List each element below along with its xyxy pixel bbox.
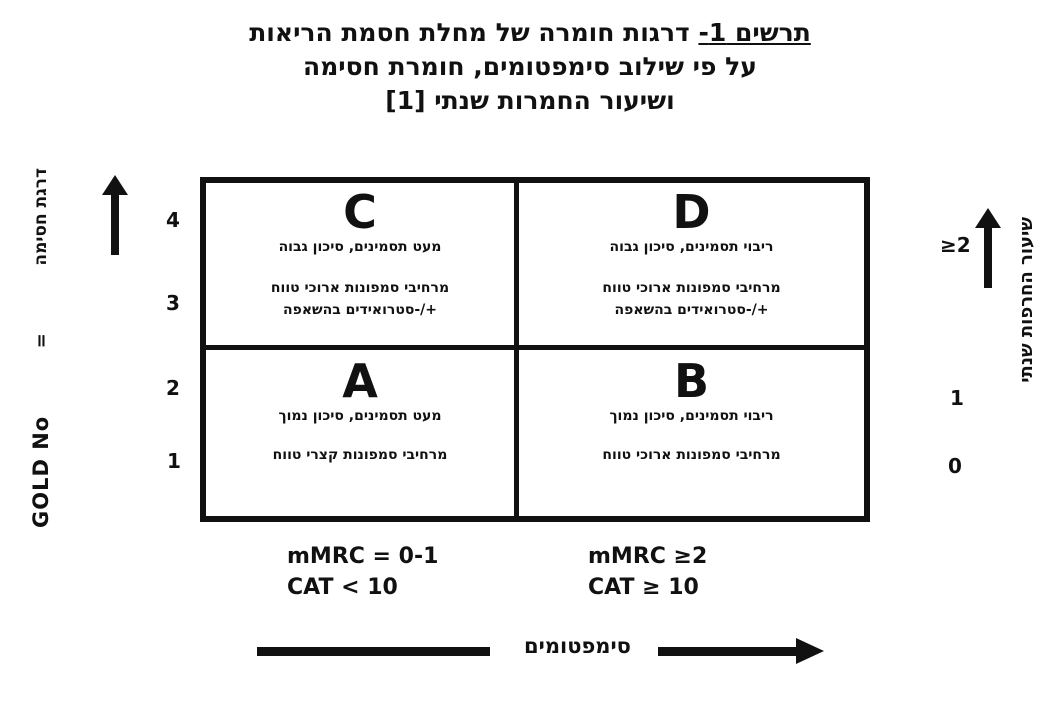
quadrant-c-risk: מעט תסמינים, סיכון גבוה bbox=[278, 239, 442, 255]
arrow-head bbox=[102, 175, 128, 195]
left-axis-label-hebrew: דרגת חסימה bbox=[31, 168, 51, 266]
up-arrow-icon bbox=[102, 175, 128, 255]
up-arrow-icon bbox=[975, 208, 1001, 288]
title-line-1-text: דרגות חומרה של מחלת חסמת הריאות bbox=[249, 18, 690, 47]
quadrant-a-risk: מעט תסמינים, סיכון נמוך bbox=[278, 407, 442, 424]
abcd-quadrant-grid: C מעט תסמינים, סיכון גבוה מרחיבי סמפונות… bbox=[200, 177, 870, 522]
left-axis-value-2: 2 bbox=[166, 376, 180, 400]
symptom-scores-right: mMRC ≥2 CAT ≥ 10 bbox=[588, 541, 707, 603]
left-axis-label-gold: GOLD No bbox=[29, 415, 53, 528]
right-axis-value-1: 1 bbox=[950, 386, 964, 410]
quadrant-a-letter: A bbox=[342, 353, 378, 408]
quadrant-d-letter: D bbox=[672, 185, 711, 239]
arrow-tail bbox=[111, 195, 119, 255]
right-axis-value-ge2: ≥2 bbox=[940, 233, 971, 257]
mmrc-left: mMRC = 0-1 bbox=[287, 544, 439, 569]
quadrant-b-risk: ריבוי תסמינים, סיכון נמוך bbox=[609, 407, 774, 424]
diagram-title: תרשים 1- דרגות חומרה של מחלת חסמת הריאות… bbox=[0, 16, 1060, 118]
quadrant-a-treatment-1: מרחיבי סמפונות קצרי טווח bbox=[272, 446, 448, 463]
quadrant-d-treatment: מרחיבי סמפונות ארוכי טווח +/-סטרואידים ב… bbox=[519, 277, 864, 321]
quadrant-b-treatment: מרחיבי סמפונות ארוכי טווח bbox=[519, 444, 864, 466]
quadrant-d-risk: ריבוי תסמינים, סיכון גבוה bbox=[609, 239, 774, 255]
title-line-3: ושיעור החמרות שנתי [1] bbox=[385, 86, 675, 115]
quadrant-a-treatment: מרחיבי סמפונות קצרי טווח bbox=[206, 444, 514, 466]
left-axis-label: דרגת חסימה = GOLD No bbox=[26, 168, 56, 528]
quadrant-b: B ריבוי תסמינים, סיכון נמוך מרחיבי סמפונ… bbox=[519, 350, 864, 517]
quadrant-d-treatment-1: מרחיבי סמפונות ארוכי טווח bbox=[602, 280, 781, 296]
quadrant-c-letter: C bbox=[343, 185, 377, 239]
title-line-2: על פי שילוב סימפטומים, חומרת חסימה bbox=[303, 52, 757, 81]
quadrant-b-letter: B bbox=[673, 353, 710, 408]
right-axis-label: שיעור החרפות שנתי bbox=[1016, 217, 1037, 383]
right-arrow-icon bbox=[796, 638, 824, 664]
left-axis-value-1: 1 bbox=[167, 449, 181, 473]
quadrant-c-treatment-1: מרחיבי סמפונות ארוכי טווח bbox=[270, 280, 450, 296]
left-axis-value-3: 3 bbox=[166, 291, 180, 315]
quadrant-c-treatment-2: +/-סטרואידים בהשאפה bbox=[283, 302, 437, 318]
quadrant-c-treatment: מרחיבי סמפונות ארוכי טווח +/-סטרואידים ב… bbox=[206, 277, 514, 321]
quadrant-d: D ריבוי תסמינים, סיכון גבוה מרחיבי סמפונ… bbox=[519, 183, 864, 350]
quadrant-c: C מעט תסמינים, סיכון גבוה מרחיבי סמפונות… bbox=[206, 183, 519, 350]
left-axis-equals: = bbox=[30, 333, 52, 349]
quadrant-b-treatment-1: מרחיבי סמפונות ארוכי טווח bbox=[602, 446, 781, 463]
symptoms-axis-label: סימפטומים bbox=[524, 634, 631, 658]
symptoms-axis-bar-right bbox=[658, 647, 796, 656]
figure-number: תרשים 1- bbox=[698, 18, 811, 47]
right-axis-value-0: 0 bbox=[948, 454, 962, 478]
quadrant-d-treatment-2: +/-סטרואידים בהשאפה bbox=[614, 302, 769, 318]
arrow-head bbox=[975, 208, 1001, 228]
cat-left: CAT < 10 bbox=[287, 575, 398, 600]
quadrant-a: A מעט תסמינים, סיכון נמוך מרחיבי סמפונות… bbox=[206, 349, 519, 516]
title-line-1: תרשים 1- דרגות חומרה של מחלת חסמת הריאות bbox=[0, 16, 1060, 50]
left-axis-value-4: 4 bbox=[166, 208, 180, 232]
arrow-tail bbox=[984, 228, 992, 288]
symptoms-axis-bar-left bbox=[257, 647, 490, 656]
symptom-scores-left: mMRC = 0-1 CAT < 10 bbox=[287, 541, 438, 603]
mmrc-right: mMRC ≥2 bbox=[588, 544, 708, 569]
cat-right: CAT ≥ 10 bbox=[588, 575, 699, 600]
